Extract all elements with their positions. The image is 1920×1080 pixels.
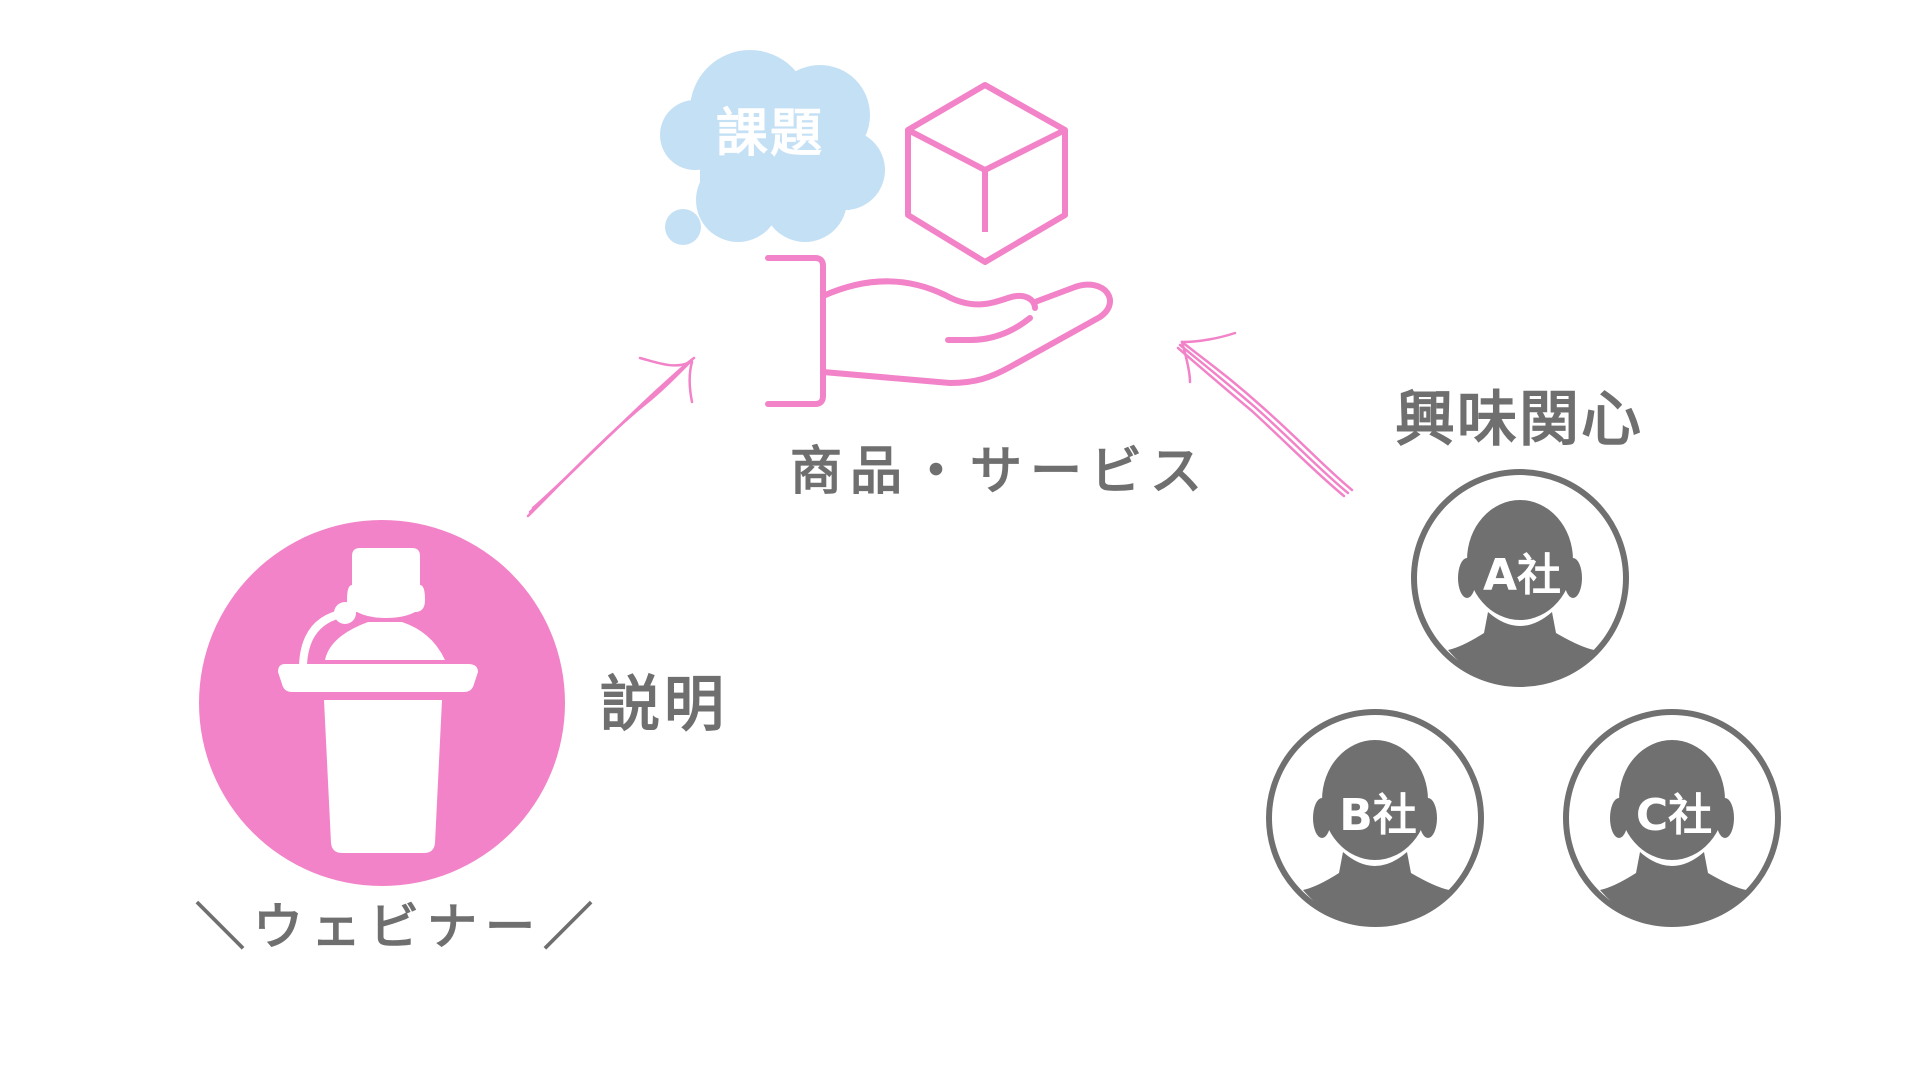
thought-bubble-icon — [660, 50, 885, 245]
product-service-label: 商品・サービス — [790, 442, 1211, 502]
person-icon — [1266, 709, 1484, 927]
arrow-icon — [526, 356, 696, 518]
webinar-label: ＼ウェビナー／ — [195, 898, 601, 956]
company-b-label: B社 — [1339, 790, 1417, 841]
open-hand-icon — [765, 255, 1113, 407]
issue-label: 課題 — [715, 104, 824, 164]
arrow-icon — [1176, 331, 1354, 498]
person-icon — [1411, 469, 1629, 687]
company-a-label: A社 — [1482, 550, 1562, 601]
company-c-label: C社 — [1635, 790, 1713, 841]
box-icon — [905, 82, 1068, 265]
explain-label: 説明 — [600, 670, 728, 740]
person-icon — [1563, 709, 1781, 927]
podium-speaker-icon — [199, 520, 565, 886]
interest-label: 興味関心 — [1395, 385, 1643, 455]
